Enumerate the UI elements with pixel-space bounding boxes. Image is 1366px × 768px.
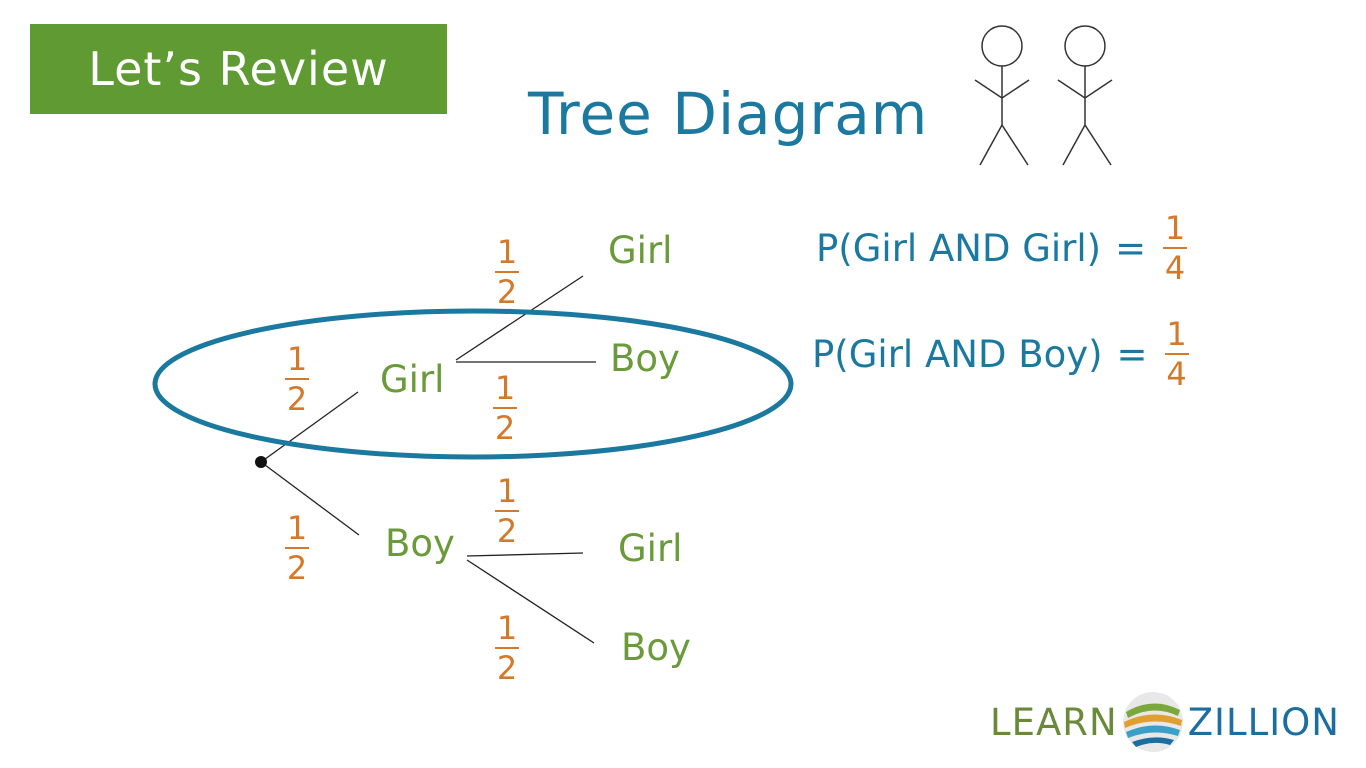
learnzillion-logo: LEARN ZILLION: [990, 690, 1340, 754]
prob-girl-girl-text: P(Girl AND Girl): [816, 226, 1102, 270]
page-title: Tree Diagram: [528, 80, 929, 148]
lets-review-banner: Let’s Review: [30, 24, 447, 114]
equals-sign: =: [1115, 226, 1147, 270]
tree-branches: [260, 275, 596, 644]
prob-girl-boy-text: P(Girl AND Boy): [812, 332, 1103, 376]
node-boy-boy: Boy: [621, 626, 691, 669]
highlight-ellipse: [152, 308, 794, 460]
logo-learn-text: LEARN: [990, 700, 1118, 744]
node-boy: Boy: [385, 522, 455, 565]
stick-figures-icon: [974, 25, 1113, 166]
node-boy-girl: Girl: [618, 527, 683, 570]
logo-zillion-text: ZILLION: [1187, 700, 1340, 744]
equals-sign: =: [1116, 332, 1148, 376]
logo-swirl-icon: [1122, 692, 1183, 752]
node-girl-boy: Boy: [610, 337, 680, 380]
node-girl: Girl: [380, 358, 445, 401]
root-node: [255, 456, 267, 468]
node-girl-girl: Girl: [608, 229, 673, 272]
